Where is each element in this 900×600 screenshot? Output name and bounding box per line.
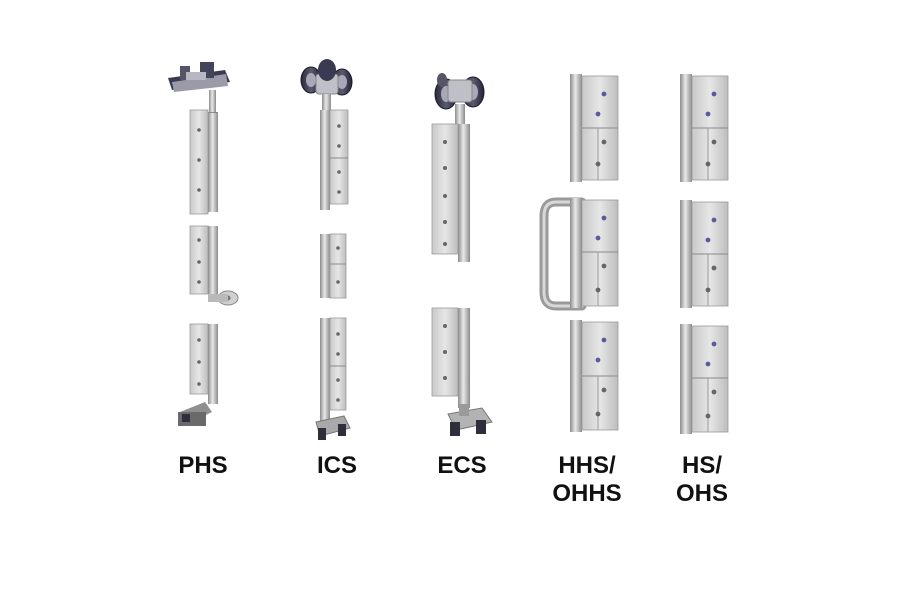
label-ics: ICS [277,452,397,480]
hs-ohs-hinge-set [680,74,729,434]
label-ics-text: ICS [316,452,357,479]
phs-hinge-set [168,62,239,426]
hhs-ohhs-hinge-set [539,74,619,432]
ics-roller-carriage [300,59,353,114]
label-hhs-ohhs: HHS/ OHHS [527,452,647,508]
label-ecs: ECS [402,452,522,480]
hs-hinge-top [680,74,729,182]
label-hs-ohs: HS/ OHS [642,452,762,508]
label-phs: PHS [143,452,263,480]
ics-hinge-set [300,59,353,440]
label-hhs-line1: HHS/ [558,452,616,479]
ecs-hinge-lower [431,307,493,436]
ics-hinge-upper [320,109,349,210]
phs-top-carriage [168,62,230,112]
ecs-hinge-upper [431,123,470,262]
hhs-hinge-top [570,74,619,182]
ics-hinge-middle [320,233,347,299]
label-hhs-line2: OHHS [552,480,622,507]
label-hs-line1: HS/ [681,452,722,479]
label-hs-line2: OHS [675,480,728,507]
hs-hinge-middle [680,200,729,308]
ics-hinge-lower [315,317,351,440]
phs-hinge-middle [189,225,239,306]
label-ecs-text: ECS [437,452,487,479]
hhs-hinge-bottom [570,320,619,432]
ecs-hinge-set [431,73,493,436]
phs-hinge-lower [178,323,218,426]
label-phs-text: PHS [178,452,228,479]
hhs-hinge-middle-with-handle [539,197,619,311]
hs-hinge-bottom [680,324,729,434]
ecs-roller-carriage [434,73,485,128]
phs-hinge-upper [189,109,218,215]
